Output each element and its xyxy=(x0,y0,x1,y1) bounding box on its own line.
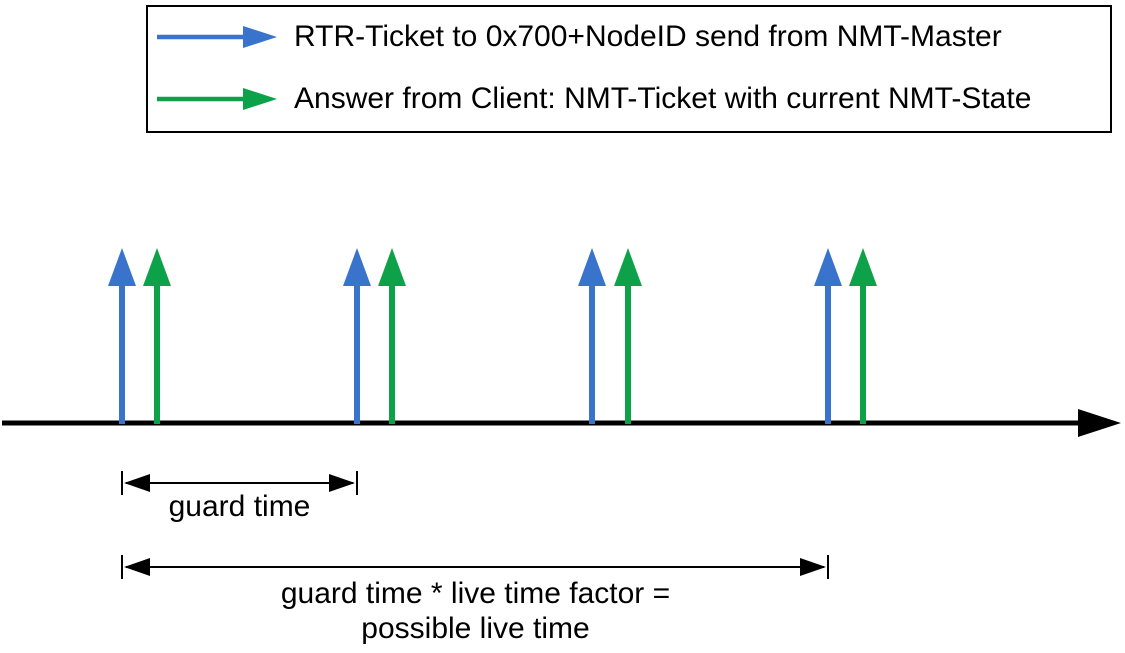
guard-time-dimension xyxy=(121,471,358,495)
live-time-label: guard time * live time factor = possible… xyxy=(122,576,829,646)
legend-label-client-answer: Answer from Client: NMT-Ticket with curr… xyxy=(294,82,1032,115)
rtr-ticket-event-arrow xyxy=(343,248,371,424)
legend-item-rtr-ticket: RTR-Ticket to 0x700+NodeID send from NMT… xyxy=(157,19,1002,55)
client-answer-event-arrow xyxy=(378,248,406,424)
legend-box: RTR-Ticket to 0x700+NodeID send from NMT… xyxy=(146,5,1112,133)
live-time-label-line2: possible live time xyxy=(361,612,590,645)
legend-label-rtr-ticket: RTR-Ticket to 0x700+NodeID send from NMT… xyxy=(294,20,1002,53)
time-axis-arrowhead-icon xyxy=(1078,409,1121,437)
rtr-ticket-event-arrow xyxy=(108,248,136,424)
client-answer-event-arrow xyxy=(143,248,171,424)
live-time-label-line1: guard time * live time factor = xyxy=(280,577,671,610)
client-answer-event-arrow xyxy=(849,248,877,424)
legend-item-client-answer: Answer from Client: NMT-Ticket with curr… xyxy=(157,81,1031,117)
rtr-ticket-event-arrow xyxy=(814,248,842,424)
live-time-dimension xyxy=(121,555,829,579)
nmt-client-arrow-icon xyxy=(157,88,277,110)
client-answer-event-arrow xyxy=(614,248,642,424)
nmt-master-arrow-icon xyxy=(157,26,277,48)
guard-time-label: guard time xyxy=(168,490,311,523)
rtr-ticket-event-arrow xyxy=(578,248,606,424)
